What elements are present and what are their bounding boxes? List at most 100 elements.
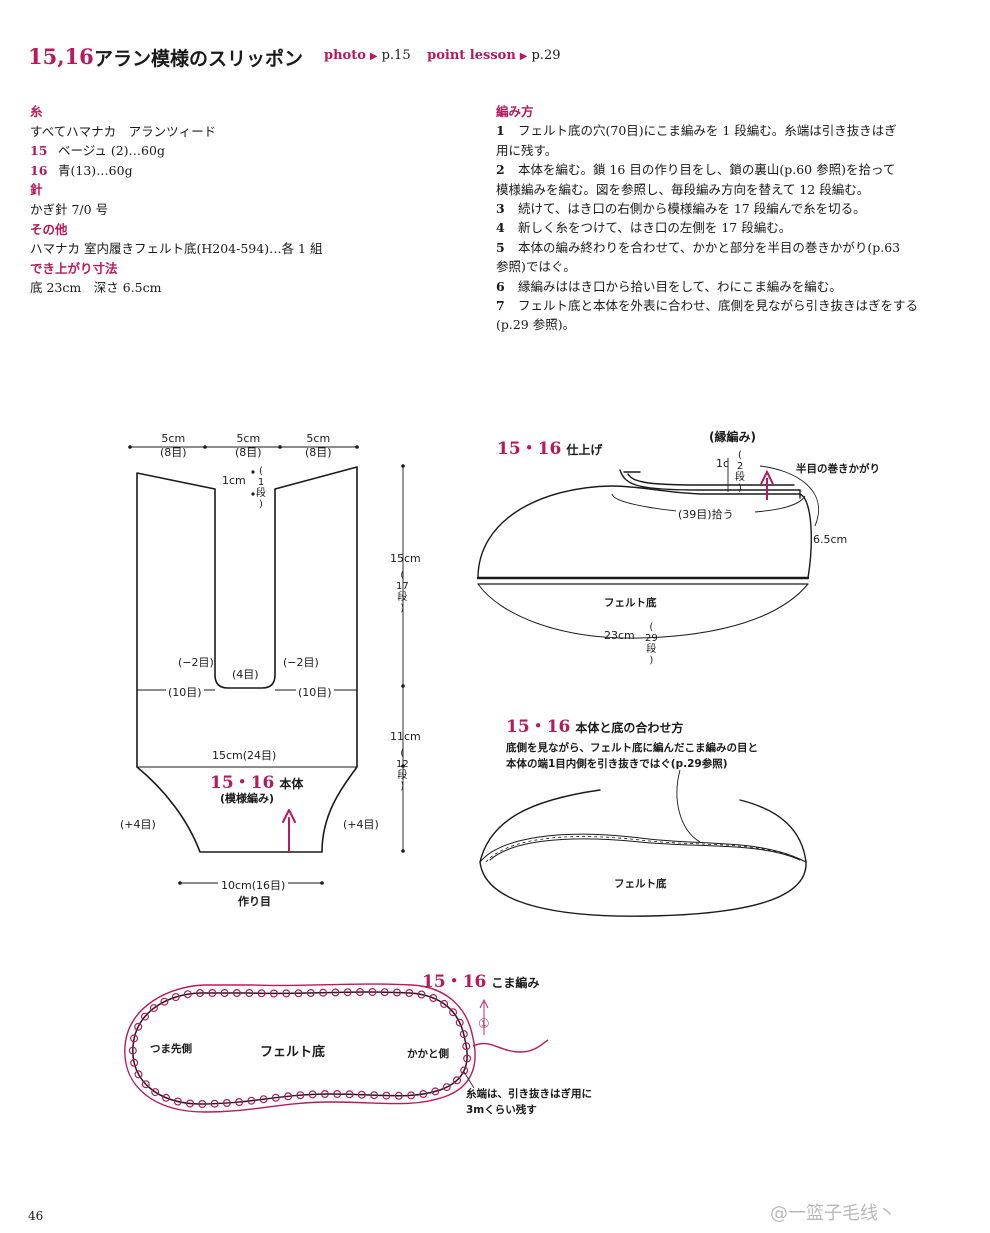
sc-stitch-loop — [380, 988, 389, 997]
sc-stitch-loop — [130, 1034, 139, 1043]
top-width-2: 5cm(8目) — [235, 432, 262, 459]
sc-stitch-loop — [151, 1088, 160, 1097]
sc-stitch-loop — [333, 1089, 342, 1098]
sc-sole-label: フェルト底 — [260, 1045, 326, 1060]
sc-note-2: 3mくらい残す — [466, 1104, 537, 1116]
body-label: 15・16 本体 — [210, 773, 304, 793]
sc-stitch-loop — [368, 987, 377, 996]
sc-stitch-loop — [429, 993, 438, 1002]
other-label: その他 — [30, 221, 68, 237]
foundation-note: 作り目 — [238, 895, 271, 908]
increase-right: (+4目) — [343, 818, 379, 831]
sc-stitch-loop — [320, 1089, 329, 1098]
sc-stitch-loop — [308, 1090, 317, 1099]
sc-stitch-loop — [343, 988, 352, 997]
sc-stitch-loop — [296, 1091, 305, 1100]
pattern-label: (模様編み) — [220, 792, 275, 805]
sc-stitch-loop — [442, 1083, 451, 1092]
step-item-continued: (p.29 参照)。 — [496, 317, 576, 333]
sc-stitch-loop — [440, 999, 449, 1008]
sc-stitch-loop — [235, 1097, 244, 1106]
sc-stitch-loop — [186, 1099, 195, 1108]
toe-side-label: つま先側 — [150, 1043, 192, 1055]
sc-stitch-loop — [331, 988, 340, 997]
step-item-continued: 模様編みを編む。図を参照し、毎段編み方向を替えて 12 段編む。 — [496, 181, 870, 197]
sc-stitch-loop — [245, 988, 254, 997]
other-text: ハマナカ 室内履きフェルト底(H204-594)…各 1 組 — [30, 241, 323, 257]
depth-label: 6.5cm — [813, 533, 848, 546]
sc-stitch-loop — [306, 988, 315, 997]
slipper-shell — [477, 485, 812, 579]
sc-stitch-loop — [198, 1099, 207, 1108]
sc-stitch-loop — [284, 1092, 293, 1101]
pattern-number: 15,16 — [28, 44, 94, 69]
size-label: でき上がり寸法 — [30, 260, 118, 276]
sc-stitch-loop — [247, 1096, 256, 1105]
sc-sole — [132, 991, 468, 1105]
pattern-title: アラン模様のスリッポン — [94, 48, 304, 70]
lesson-label: point lesson — [427, 48, 516, 63]
finish-sole-label: フェルト底 — [604, 597, 657, 609]
sc-stitch-loop — [356, 987, 365, 996]
join-slipper-top — [479, 789, 807, 863]
sc-stitch-loop — [130, 1058, 139, 1067]
sc-stitch-loop — [220, 988, 229, 997]
sc-stitch-loop — [463, 1054, 472, 1063]
join-sole-label: フェルト底 — [614, 878, 667, 890]
sc-stitch-loop — [232, 988, 241, 997]
sc-stitch-loop — [417, 990, 426, 999]
watermark: @一篮子毛线丶 — [770, 1203, 896, 1224]
step-item-continued: 用に残す。 — [496, 142, 558, 158]
sc-stitch-loop — [407, 1091, 416, 1100]
sc-stitch-loop — [257, 989, 266, 998]
side-left-stitches: (10目) — [166, 684, 204, 700]
top-width-1: 5cm(8目) — [160, 432, 187, 459]
whip-stitch-label: 半目の巻きかがり — [796, 463, 880, 475]
size-text: 底 23cm 深さ 6.5cm — [30, 280, 162, 296]
mid-width: 15cm(24目) — [212, 749, 277, 762]
lesson-page: p.29 — [531, 48, 561, 63]
sc-stitch-loop — [222, 1098, 231, 1107]
pickup-label: (39目)拾う — [676, 506, 736, 522]
sc-stitch-loop — [455, 1018, 464, 1027]
finish-heading: 15・16 仕上げ — [497, 439, 603, 459]
photo-page: p.15 — [381, 48, 411, 63]
sc-stitch-loop — [149, 1004, 158, 1013]
increase-left: (+4目) — [120, 818, 156, 831]
length-label: 23cm — [604, 629, 635, 642]
yarn-label: 糸 — [30, 104, 43, 119]
yarn-text: すべてハマナカ アランツィード — [30, 123, 217, 139]
join-note-2: 本体の端1目内側を引き抜きではぐ(p.29参照) — [506, 758, 728, 770]
sc-stitch-loop — [141, 1012, 150, 1021]
sc-stitch-loop — [162, 1093, 171, 1102]
sc-stitch-loop — [345, 1090, 354, 1099]
needle-text: かぎ針 7/0 号 — [30, 201, 109, 217]
slit-depth: 1cm — [222, 474, 246, 487]
sc-stitch-loop — [271, 1093, 280, 1102]
sc-stitch-loop — [459, 1030, 468, 1039]
step-item-continued: 参照)ではぐ。 — [496, 259, 576, 275]
sc-note-1: 糸端は、引き抜きはぎ用に — [466, 1088, 592, 1100]
edge-label: (縁編み) — [709, 430, 756, 444]
sc-stitch-loop — [405, 988, 414, 997]
sc-stitch-loop — [173, 1097, 182, 1106]
join-heading: 15・16 本体と底の合わせ方 — [506, 717, 684, 737]
sc-stitch-loop — [128, 1046, 137, 1055]
sc-stitch-loop — [134, 1070, 143, 1079]
sc-stitch-loop — [462, 1042, 471, 1051]
page-number: 46 — [28, 1209, 44, 1223]
steps-label: 編み方 — [496, 104, 534, 119]
